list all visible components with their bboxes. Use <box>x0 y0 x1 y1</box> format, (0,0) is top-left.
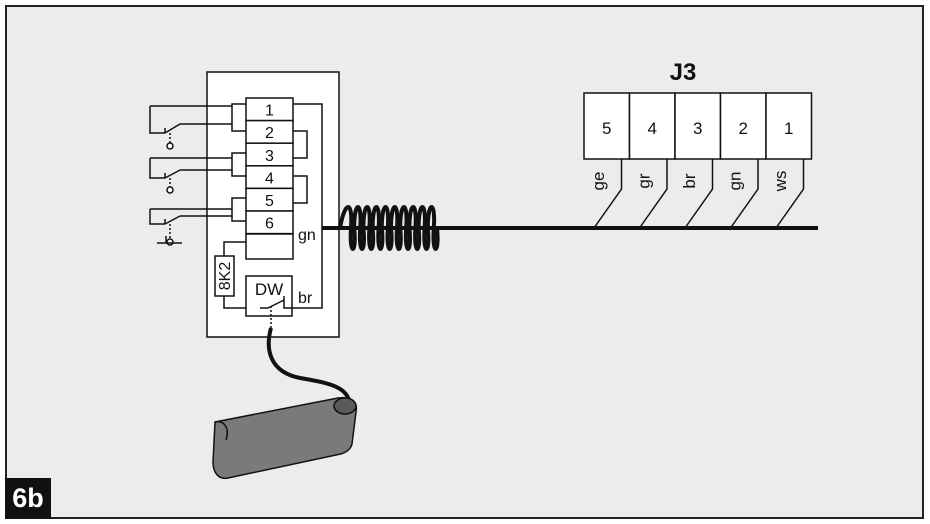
wire-label-br: br <box>298 290 313 307</box>
terminal-label-3: 3 <box>265 148 274 165</box>
connector-pin-box-1 <box>765 92 813 160</box>
coiled-cable <box>338 205 440 251</box>
connector-wire-ws <box>775 159 805 229</box>
contact-switch-3 <box>149 197 246 246</box>
diagram-frame <box>5 5 924 519</box>
connector-pin-label-4: 4 <box>648 119 657 138</box>
terminal-label-4: 4 <box>265 170 274 187</box>
connector-wire-br <box>684 159 714 229</box>
module-br-wire <box>292 228 323 309</box>
connector-wire-label-gn: gn <box>726 172 745 191</box>
connector-pin-label-5: 5 <box>602 119 611 138</box>
contact-switch-1 <box>149 103 246 150</box>
connector-pin-label-1: 1 <box>784 119 793 138</box>
contact-switch-2 <box>149 152 246 194</box>
pressure-switch-contact <box>260 296 292 309</box>
connector-pin-box-5 <box>583 92 631 160</box>
terminal-label-1: 1 <box>265 103 274 120</box>
connector-pin-label-2: 2 <box>739 119 748 138</box>
terminal-empty <box>245 233 294 260</box>
connector-wire-ge <box>593 159 623 229</box>
wire-label-gn: gn <box>298 227 316 244</box>
sensor-cable <box>266 327 353 413</box>
jumper-4-5 <box>293 175 308 204</box>
connector-title: J3 <box>670 59 697 86</box>
connector-j3: 5 4 3 2 1 ge gr br gn ws <box>583 92 813 229</box>
terminal-label-5: 5 <box>265 193 274 210</box>
module-loop-wire <box>293 103 323 228</box>
connector-wire-gr <box>638 159 668 229</box>
connector-pin-box-3 <box>674 92 722 160</box>
terminal-label-6: 6 <box>265 216 274 233</box>
jumper-2-3 <box>293 130 308 159</box>
resistor-label: 8K2 <box>217 262 234 291</box>
figure-label: 6b <box>5 478 51 519</box>
connector-wire-label-gr: gr <box>635 173 654 188</box>
connector-wire-label-ge: ge <box>589 172 608 191</box>
terminal-block: 1 2 3 4 5 6 <box>245 97 294 235</box>
terminal-label-2: 2 <box>265 125 274 142</box>
sensor-probe <box>212 396 358 480</box>
connector-pin-label-3: 3 <box>693 119 702 138</box>
connector-pin-box-4 <box>628 92 676 160</box>
pressure-switch-label: DW <box>255 280 283 299</box>
connector-wire-label-br: br <box>680 173 699 188</box>
connector-wire-label-ws: ws <box>771 171 790 193</box>
connector-pin-box-2 <box>719 92 767 160</box>
resistor-8k2 <box>214 255 235 297</box>
connector-wire-gn <box>729 159 759 229</box>
